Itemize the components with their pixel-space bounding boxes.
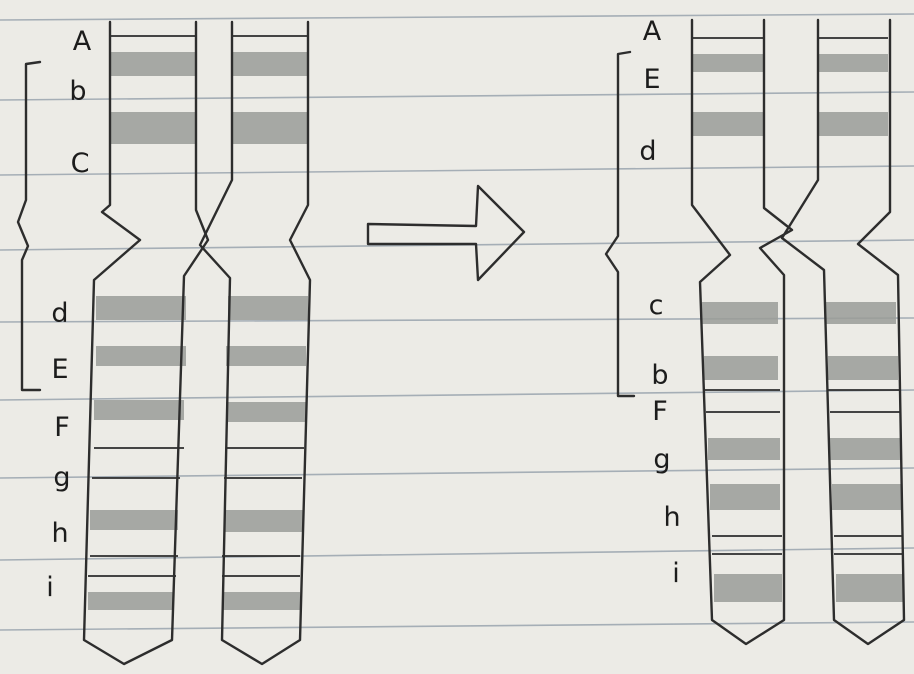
band-shaded (714, 574, 782, 602)
gene-label-after: c (649, 292, 664, 319)
gene-label-after: d (639, 138, 656, 165)
gene-label-after: g (653, 446, 670, 473)
gene-label-before: i (46, 574, 54, 601)
band-shaded (836, 574, 904, 602)
band-shaded (818, 112, 888, 136)
band-shaded (828, 356, 898, 380)
band-shaded (90, 510, 178, 530)
before-chromatid-right (200, 22, 310, 664)
band-shaded (710, 484, 780, 510)
band-shaded (226, 402, 306, 422)
band-shaded (110, 112, 196, 144)
gene-label-before: A (73, 28, 91, 55)
band-shaded (110, 52, 196, 76)
band-shaded (708, 438, 780, 460)
inversion-bracket-before (18, 62, 40, 390)
band-shaded (832, 484, 902, 510)
band-shaded (830, 438, 900, 460)
gene-label-before: F (54, 414, 70, 441)
ruled-line (0, 92, 914, 100)
arrow-right-icon (368, 186, 524, 280)
band-shaded (818, 54, 888, 72)
band-shaded (826, 302, 896, 324)
gene-label-after: i (672, 560, 680, 587)
band-shaded (232, 52, 308, 76)
band-shaded (692, 54, 764, 72)
band-shaded (96, 346, 186, 366)
gene-label-before: b (69, 78, 86, 105)
band-shaded (88, 592, 174, 610)
gene-label-before: g (53, 464, 70, 491)
band-shaded (94, 400, 184, 420)
gene-label-after: F (652, 398, 668, 425)
gene-label-before: E (51, 356, 68, 383)
inversion-bracket-after (606, 52, 634, 396)
gene-label-before: C (71, 150, 90, 177)
band-shaded (232, 112, 308, 144)
band-shaded (222, 592, 300, 610)
gene-label-after: A (643, 18, 661, 45)
band-shaded (692, 112, 764, 136)
band-shaded (226, 346, 306, 366)
band-shaded (704, 356, 778, 380)
gene-label-after: b (651, 362, 668, 389)
before-chromatid-left (84, 22, 208, 664)
band-shaded (224, 510, 304, 532)
ruled-line (0, 390, 914, 400)
after-chromatid-right (782, 20, 904, 644)
gene-label-after: E (643, 66, 660, 93)
gene-label-before: h (51, 520, 68, 547)
ruled-line (0, 14, 914, 20)
ruled-line (0, 468, 914, 478)
gene-label-after: h (663, 504, 680, 531)
band-shaded (702, 302, 778, 324)
gene-label-before: d (51, 300, 68, 327)
band-shaded (96, 296, 186, 320)
ruled-line (0, 166, 914, 175)
band-shaded (228, 296, 308, 320)
